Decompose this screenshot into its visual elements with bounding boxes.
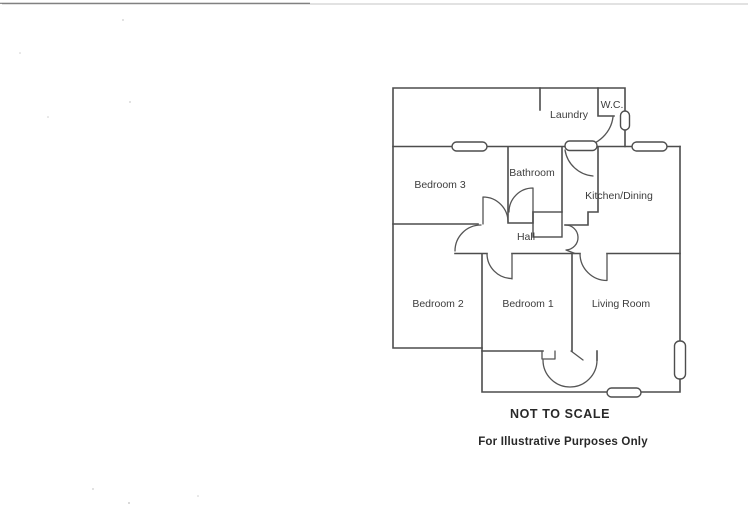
- windows: [451, 110, 687, 398]
- disclaimers: NOT TO SCALE For Illustrative Purposes O…: [478, 407, 648, 448]
- room-label-bedroom-2: Bedroom 2: [412, 298, 464, 310]
- illustrative-purposes-note: For Illustrative Purposes Only: [478, 436, 648, 448]
- hall-cupboard: [532, 211, 563, 238]
- room-label-laundry: Laundry: [550, 109, 589, 121]
- kitchen-window: [631, 141, 668, 152]
- kitchen-laundry-door-arc: [564, 149, 594, 177]
- room-label-wc: W.C.: [601, 99, 624, 111]
- living-room-side-window: [673, 340, 687, 380]
- room-labels: Laundry W.C. Bedroom 3 Bathroom Kitchen/…: [412, 99, 653, 310]
- room-label-bedroom-1: Bedroom 1: [502, 298, 554, 310]
- room-label-kitchen-dining: Kitchen/Dining: [585, 190, 653, 202]
- front-door-arc: [541, 350, 598, 388]
- scan-speck: [92, 488, 94, 490]
- doors: [454, 116, 614, 388]
- outer-walls: [392, 87, 681, 393]
- scan-speck: [197, 495, 199, 497]
- hall-kitchen-door-arc: [564, 224, 579, 255]
- scan-speck: [122, 19, 124, 21]
- scan-speck: [47, 116, 49, 118]
- scan-speck: [128, 502, 130, 504]
- bedroom1-door-arc: [486, 252, 513, 280]
- walls: [392, 87, 681, 393]
- living-room-bottom-window: [606, 387, 642, 398]
- bathroom-door-arc: [508, 187, 534, 213]
- living-room-door-arc: [579, 252, 608, 282]
- scan-speck: [129, 101, 131, 103]
- bedroom3-door-arc: [482, 196, 509, 225]
- scan-artifacts: [0, 2, 748, 504]
- room-label-bedroom-3: Bedroom 3: [414, 179, 466, 191]
- bedroom3-window: [451, 141, 488, 152]
- room-label-hall: Hall: [517, 231, 535, 243]
- bedroom2-door-arc: [454, 224, 482, 252]
- room-label-bathroom: Bathroom: [509, 167, 555, 179]
- not-to-scale-note: NOT TO SCALE: [510, 407, 610, 421]
- room-label-living-room: Living Room: [592, 298, 651, 310]
- wc-window: [619, 110, 631, 131]
- laundry-kitchen-window: [564, 140, 598, 152]
- inner-walls: [392, 87, 681, 361]
- scan-speck: [19, 52, 21, 54]
